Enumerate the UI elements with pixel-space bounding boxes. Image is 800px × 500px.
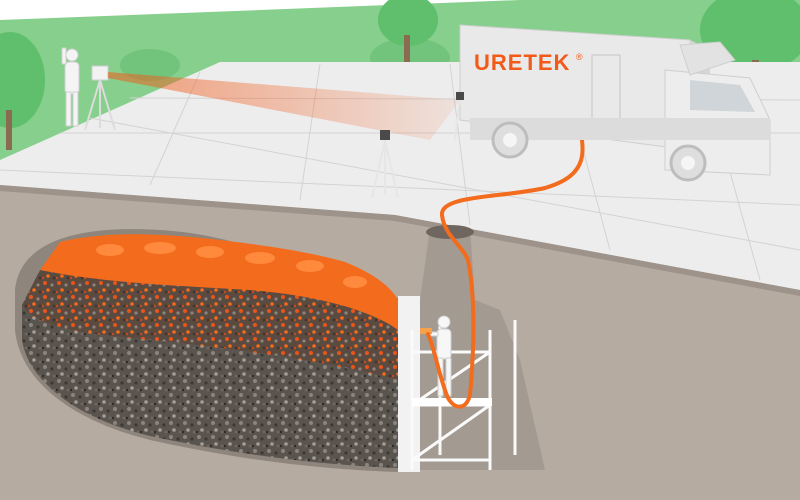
injection-hose-icon <box>426 118 585 409</box>
gravel-resin-mix <box>22 270 398 380</box>
resin-layer <box>40 234 398 330</box>
injection-gun <box>420 328 432 334</box>
tripod-marker-far <box>454 92 464 141</box>
truck-roof-equipment <box>679 41 736 76</box>
resin-bubbles <box>96 242 367 288</box>
gravel-bed <box>22 305 398 468</box>
tree-left <box>0 32 45 150</box>
pit-wall <box>398 296 420 472</box>
tree-center <box>378 0 438 65</box>
soil-edge <box>0 185 800 296</box>
laser-beam <box>108 72 460 140</box>
surveyor-icon <box>61 47 80 127</box>
truck-brand-logo: URETEK <box>474 50 570 75</box>
laser-level-icon <box>84 65 116 131</box>
truck: URETEK ® <box>459 24 771 182</box>
tripod-target-icon <box>371 130 399 199</box>
registered-mark: ® <box>576 52 583 62</box>
